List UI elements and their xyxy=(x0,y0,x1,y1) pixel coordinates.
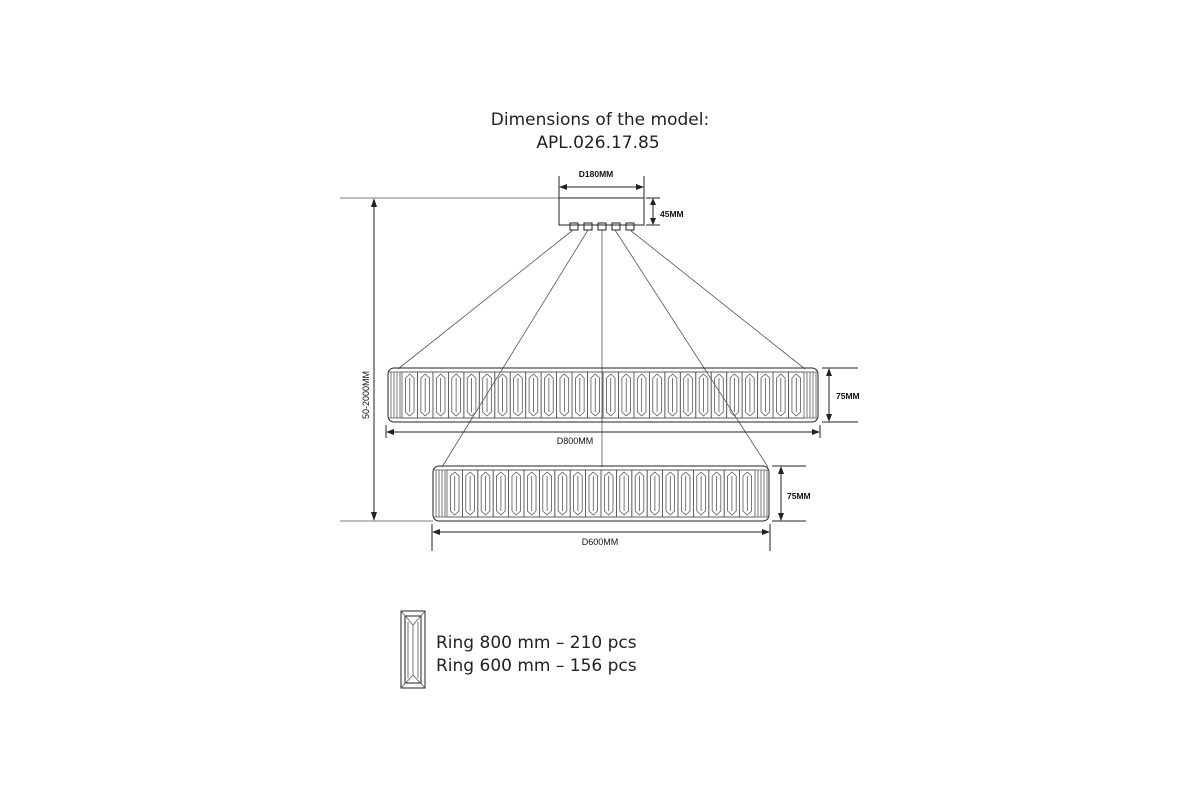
ring-large-crystal-2 xyxy=(417,371,434,419)
ring-large-crystal-1 xyxy=(401,371,418,419)
ring-small-crystal-6 xyxy=(523,469,540,518)
ring-large-crystal-26 xyxy=(788,371,805,419)
ring-large-crystal-24 xyxy=(757,371,774,419)
ring-small-crystal-5 xyxy=(508,469,525,518)
ring-large-crystal-21 xyxy=(710,371,728,419)
crystal-icon xyxy=(400,610,426,689)
ring-small-crystal-3 xyxy=(477,469,494,518)
title-line-1: Dimensions of the model: xyxy=(491,110,709,130)
ring-small-crystal-19 xyxy=(723,469,741,518)
ring-small-crystal-14 xyxy=(646,469,664,518)
ring-small-crystal-11 xyxy=(600,469,617,518)
ring-large-end-cap-right xyxy=(806,372,817,418)
ring-small-crystal-8 xyxy=(554,469,571,518)
ring-small-crystal-18 xyxy=(708,469,725,518)
ring-large-crystal-20 xyxy=(695,371,712,419)
ring-large-crystal-18 xyxy=(664,371,681,419)
ring-large-diameter-dimension: D800MM xyxy=(385,425,821,446)
ring-small-crystal-9 xyxy=(569,469,587,518)
ring-large-crystal-23 xyxy=(741,371,759,419)
ring-small-end-cap-left xyxy=(435,470,446,517)
note-ring-800: Ring 800 mm – 210 pcs xyxy=(436,633,637,653)
ring-small-crystal-10 xyxy=(585,469,602,518)
ring-large-crystal-6 xyxy=(478,371,496,419)
ring-small-crystal-1 xyxy=(446,469,463,518)
note-ring-600: Ring 600 mm – 156 pcs xyxy=(436,656,637,676)
ring-large-800 xyxy=(387,367,819,423)
ring-large-crystal-9 xyxy=(525,371,542,419)
ring-large-crystal-11 xyxy=(556,371,573,419)
canopy-diameter-dimension: D180MM xyxy=(558,169,645,198)
total-height-dimension: 50-2000MM xyxy=(340,198,433,522)
ring-large-diameter-label: D800MM xyxy=(557,436,594,446)
ring-small-crystal-16 xyxy=(677,469,694,518)
ring-small-crystal-20 xyxy=(739,469,756,518)
canopy-height-dimension: 45MM xyxy=(646,197,684,226)
total-height-label: 50-2000MM xyxy=(361,371,371,419)
ring-large-crystal-12 xyxy=(571,371,588,419)
ring-small-crystal-7 xyxy=(539,469,556,518)
ring-small-crystal-17 xyxy=(693,469,710,518)
canopy-diameter-label: D180MM xyxy=(579,169,613,179)
ring-large-crystal-8 xyxy=(509,371,527,419)
ring-large-end-cap-left xyxy=(390,372,401,418)
suspension-cables xyxy=(397,229,806,468)
ring-large-crystal-7 xyxy=(494,371,511,419)
ring-small-height-dimension: 75MM xyxy=(772,465,811,522)
ring-large-crystal-13 xyxy=(587,371,604,419)
ring-small-crystal-13 xyxy=(631,469,648,518)
ring-large-crystal-4 xyxy=(447,371,465,419)
title-line-2: APL.026.17.85 xyxy=(536,133,659,153)
ring-large-crystal-10 xyxy=(540,371,558,419)
ring-small-crystal-4 xyxy=(492,469,510,518)
canopy xyxy=(558,197,645,231)
canopy-height-label: 45MM xyxy=(660,209,684,219)
ring-large-height-dimension: 75MM xyxy=(822,367,860,423)
ring-large-height-label: 75MM xyxy=(836,391,860,401)
ring-large-crystal-3 xyxy=(432,371,449,419)
ring-small-diameter-label: D600MM xyxy=(582,537,619,547)
ring-large-crystal-16 xyxy=(633,371,650,419)
ring-large-crystal-15 xyxy=(618,371,635,419)
ring-small-end-cap-right xyxy=(757,470,768,517)
ring-large-crystal-14 xyxy=(602,371,619,419)
ring-small-crystal-2 xyxy=(461,469,479,518)
ring-small-crystal-15 xyxy=(662,469,679,518)
ring-small-diameter-dimension: D600MM xyxy=(431,524,771,551)
ring-small-600 xyxy=(432,465,770,522)
ring-small-height-label: 75MM xyxy=(787,491,811,501)
ring-large-crystal-5 xyxy=(463,371,480,419)
ring-large-crystal-25 xyxy=(772,371,789,419)
ring-large-crystal-19 xyxy=(679,371,697,419)
ring-small-crystal-12 xyxy=(616,469,633,518)
ring-large-crystal-17 xyxy=(648,371,666,419)
ring-large-crystal-22 xyxy=(726,371,743,419)
